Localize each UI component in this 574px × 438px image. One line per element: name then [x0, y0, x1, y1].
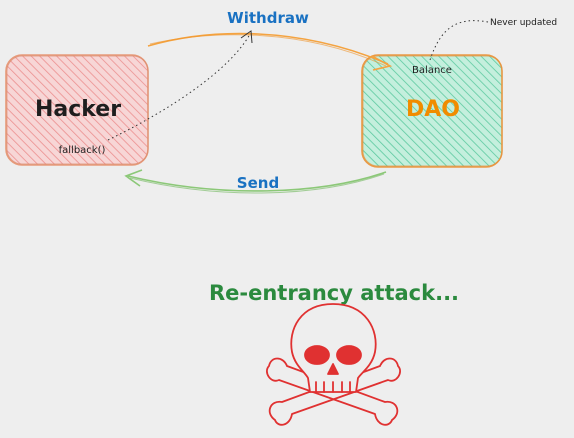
withdraw-label: Withdraw	[227, 9, 309, 27]
send-arrow	[127, 171, 387, 192]
balance-label: Balance	[412, 65, 452, 76]
never-updated-connector	[429, 20, 489, 61]
dao-label: DAO	[406, 97, 460, 122]
never-updated-label: Never updated	[490, 18, 557, 28]
send-edge: Send	[124, 169, 387, 194]
callback-arrowhead	[240, 30, 253, 44]
send-arrowhead	[124, 169, 143, 187]
dao-node: Balance DAO	[361, 54, 503, 168]
withdraw-arrowhead	[371, 55, 393, 71]
hacker-label: Hacker	[35, 97, 121, 122]
hacker-node: Hacker fallback()	[5, 54, 149, 166]
fallback-label: fallback()	[59, 145, 106, 156]
attack-title: Re-entrancy attack...	[209, 281, 459, 305]
withdraw-edge: Withdraw	[147, 9, 393, 71]
skull-crossbones-icon	[266, 303, 401, 426]
send-label: Send	[237, 174, 279, 192]
fallback-callback-connector	[107, 33, 251, 141]
